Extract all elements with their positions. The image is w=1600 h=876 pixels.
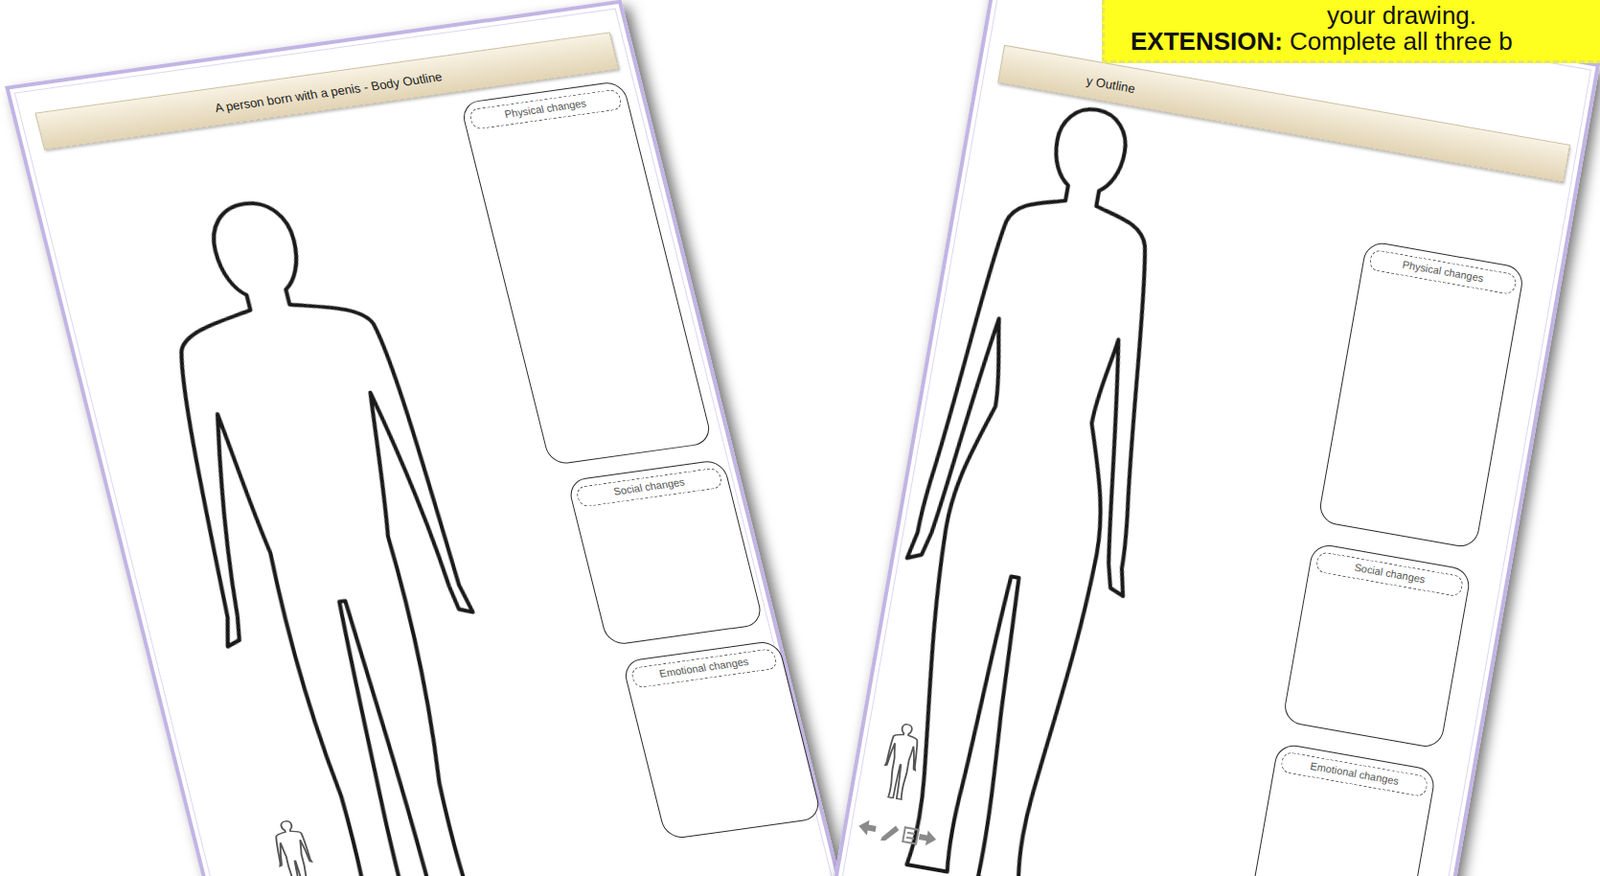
small-figure-icon [876, 720, 926, 802]
instruction-text: EXTENSION: [1130, 26, 1283, 56]
instruction-callout: your drawing.EXTENSION:Complete all thre… [1101, 0, 1600, 64]
box-heading: Emotional changes [1280, 751, 1429, 798]
body-outline [94, 175, 575, 876]
box-heading: Social changes [574, 466, 724, 507]
instruction-text: your drawing. [1326, 0, 1477, 30]
notes-box: Social changes [1281, 542, 1472, 750]
worksheet-page: y OutlinePhysical changesSocial changesE… [829, 0, 1600, 876]
page-title: A person born with a penis - Body Outlin… [212, 68, 443, 115]
notes-box: Emotional changes [1243, 742, 1438, 876]
box-heading: Emotional changes [630, 647, 779, 688]
notes-box: Physical changes [1317, 240, 1526, 550]
box-heading-text: Social changes [1353, 561, 1427, 586]
box-heading: Social changes [1315, 550, 1464, 597]
instruction-text: Complete all three b [1289, 26, 1513, 56]
box-heading-text: Emotional changes [658, 655, 751, 680]
worksheet-page: A person born with a penis - Body Outlin… [4, 0, 845, 876]
notes-box: Social changes [566, 458, 764, 647]
instruction-line: your drawing. [1104, 2, 1600, 29]
notes-box: Physical changes [459, 80, 714, 466]
body-outline [845, 85, 1214, 876]
box-heading: Physical changes [1368, 249, 1517, 296]
instruction-line: EXTENSION:Complete all three b [1104, 28, 1600, 55]
box-heading-text: Physical changes [1401, 258, 1485, 285]
small-figure-icon [266, 817, 323, 876]
notes-box: Emotional changes [621, 639, 823, 840]
box-heading-text: Emotional changes [1309, 759, 1400, 787]
box-heading: Physical changes [468, 89, 624, 131]
box-heading-text: Physical changes [502, 96, 588, 120]
box-heading-text: Social changes [612, 476, 686, 498]
page-title: y Outline [1085, 72, 1137, 96]
